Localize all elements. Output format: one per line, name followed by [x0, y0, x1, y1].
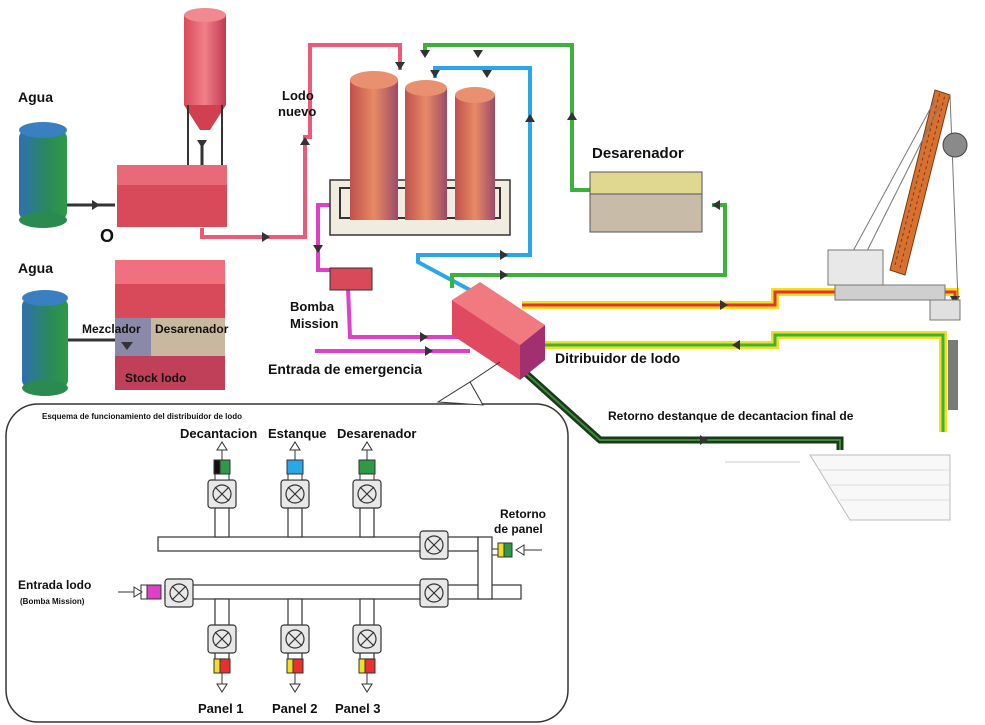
arrow-icon: [420, 332, 428, 342]
label-nuevo: nuevo: [278, 104, 316, 119]
arrow-icon: [300, 137, 310, 145]
label-entrada-lodo: Entrada lodo: [18, 578, 91, 592]
label-stock-lodo: Stock lodo: [125, 371, 186, 385]
pipe-green-desarenador: [450, 203, 727, 288]
label-panel-3: Panel 3: [335, 701, 381, 716]
label-agua-bottom: Agua: [18, 260, 53, 276]
arrow-icon: [473, 50, 483, 58]
arrow-icon: [262, 232, 270, 242]
valve-icon: [280, 479, 310, 509]
label-retorno: Retorno destanque de decantacion final d…: [608, 409, 854, 423]
valve-icon: [419, 530, 449, 560]
outlet-nozzles-bottom: [213, 658, 376, 693]
label-panel-1: Panel 1: [198, 701, 244, 716]
valve-icon: [352, 479, 382, 509]
label-entrada-emergencia: Entrada de emergencia: [268, 361, 422, 377]
arrow-icon: [420, 50, 430, 58]
arrow-icon: [425, 346, 433, 356]
valve-icon: [352, 624, 382, 654]
label-distribuidor: Ditribuidor de lodo: [555, 350, 680, 366]
arrow-icon: [712, 200, 720, 210]
pipe-bomba-to-distribuidor: [346, 286, 460, 339]
arrow-icon: [395, 62, 405, 70]
arrow-icon: [361, 441, 373, 451]
mixer-top: [117, 165, 227, 227]
label-estanque: Estanque: [268, 426, 327, 441]
decantation-pit: [725, 454, 951, 521]
arrow-icon: [500, 250, 508, 260]
label-bomba-mission-schem: (Bomba Mission): [20, 597, 85, 606]
pipe-green-return: [423, 43, 590, 192]
schematic-panel: [5, 361, 569, 723]
silo: [184, 8, 226, 165]
label-desarenador-schem: Desarenador: [337, 426, 416, 441]
drilling-rig: [827, 89, 968, 410]
outlet-nozzles-top: [213, 441, 376, 481]
arrow-icon: [361, 683, 373, 693]
mixer-bottom: [115, 260, 225, 390]
arrow-icon: [720, 300, 728, 310]
pipe-to-tanks-blue: [416, 66, 532, 292]
label-panel-2: Panel 2: [272, 701, 318, 716]
valve-icon: [207, 479, 237, 509]
desarenador-unit: [589, 171, 703, 233]
valve-icon: [280, 624, 310, 654]
water-tank-top: [19, 122, 67, 228]
arrow-icon: [515, 544, 525, 556]
flow-arrows: [92, 50, 960, 445]
label-desarenador-top: Desarenador: [592, 145, 684, 162]
valve-icon: [419, 578, 449, 608]
label-bomba: Bomba: [290, 299, 335, 314]
label-retorno-2: de panel: [494, 522, 543, 536]
storage-tanks: [329, 71, 511, 236]
label-retorno-1: Retorno: [500, 507, 546, 521]
arrow-icon: [289, 683, 301, 693]
valve-icon: [207, 624, 237, 654]
label-desarenador-mix: Desarenador: [155, 322, 229, 336]
pipe-lodo-nuevo: [200, 43, 402, 239]
valve-icon: [164, 578, 194, 608]
label-decantacion: Decantacion: [180, 426, 257, 441]
arrow-icon: [567, 112, 577, 120]
schematic-valves: [164, 479, 449, 654]
label-mission: Mission: [290, 316, 338, 331]
label-o: O: [100, 226, 114, 246]
bomba-mission: [329, 267, 373, 291]
arrow-icon: [525, 114, 535, 122]
label-mezclador: Mezclador: [82, 322, 141, 336]
schematic-title: Esquema de funcionamiento del distribuid…: [42, 412, 242, 421]
arrow-icon: [732, 340, 740, 350]
arrow-icon: [430, 70, 440, 78]
distribuidor-box: [452, 282, 545, 380]
arrow-icon: [92, 200, 100, 210]
arrow-icon: [133, 586, 143, 598]
water-tank-bottom: [22, 290, 68, 396]
arrow-icon: [482, 70, 492, 78]
arrow-icon: [197, 140, 207, 148]
inlet-nozzles: [118, 542, 542, 600]
pipes: [66, 43, 959, 450]
arrow-icon: [289, 441, 301, 451]
arrow-icon: [500, 270, 508, 280]
label-agua-top: Agua: [18, 89, 53, 105]
arrow-icon: [313, 245, 323, 253]
arrow-icon: [216, 683, 228, 693]
arrow-icon: [216, 441, 228, 451]
arrow-icon: [700, 435, 708, 445]
arrow-icon: [121, 342, 133, 350]
label-lodo: Lodo: [282, 88, 314, 103]
